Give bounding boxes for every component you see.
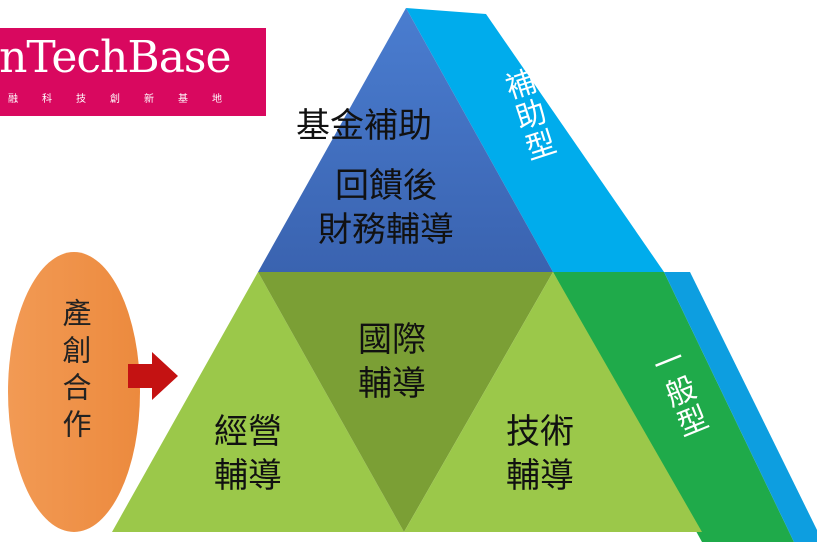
side-face-lower [553, 272, 794, 542]
top-label: 基金補助 [296, 104, 432, 148]
top-label-line3: 財務輔導 [318, 210, 454, 251]
middle-label-line2: 輔導 [358, 364, 426, 405]
top-label-line1: 基金補助 [296, 106, 432, 146]
top-label-line2: 回饋後 [335, 166, 437, 206]
right-label-line1: 技術 [506, 412, 574, 452]
source-oval [8, 252, 140, 532]
logo-subtitle: 融科技創新基地 [8, 94, 246, 105]
side-face-upper [406, 8, 664, 272]
pyramid-middle-block [258, 272, 553, 532]
pyramid-right-block [404, 272, 702, 532]
middle-label-line1: 國際 [358, 320, 426, 360]
logo-title: inTechBase [0, 32, 232, 83]
arrow-icon [128, 352, 178, 400]
side-face-edge [664, 272, 817, 542]
right-label: 技術 輔導 [506, 410, 574, 498]
brand-logo: inTechBase 融科技創新基地 [0, 28, 266, 116]
left-label-line1: 經營 [214, 412, 282, 452]
source-label: 產創合作 [58, 298, 92, 446]
pyramid-left-block [112, 272, 404, 532]
left-label: 經營 輔導 [214, 410, 282, 498]
right-label-line2: 輔導 [506, 456, 574, 497]
top-sublabel: 回饋後 財務輔導 [296, 164, 476, 252]
left-label-line2: 輔導 [214, 456, 282, 497]
pyramid-top-block [258, 8, 553, 272]
middle-label: 國際 輔導 [358, 318, 426, 406]
